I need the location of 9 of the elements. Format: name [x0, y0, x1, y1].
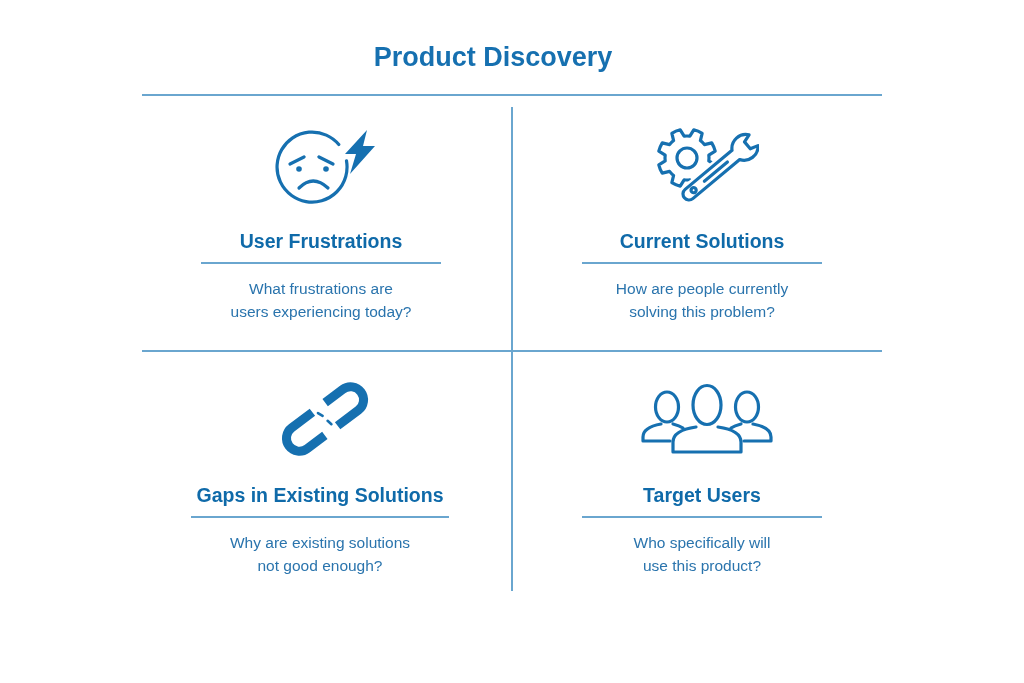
question-text: What frustrations are users experiencing today? — [229, 278, 413, 322]
section-heading: User Frustrations — [239, 229, 403, 253]
diagram-title: Product Discovery — [373, 41, 613, 74]
question-text: Who specifically will use this product? — [632, 532, 772, 576]
section-heading: Current Solutions — [619, 229, 785, 253]
question-text: Why are existing solutions not good enough? — [228, 532, 412, 576]
section-heading: Target Users — [643, 483, 761, 507]
question-text: How are people currently solving this problem? — [614, 278, 790, 322]
section-heading: Gaps in Existing Solutions — [196, 483, 444, 507]
